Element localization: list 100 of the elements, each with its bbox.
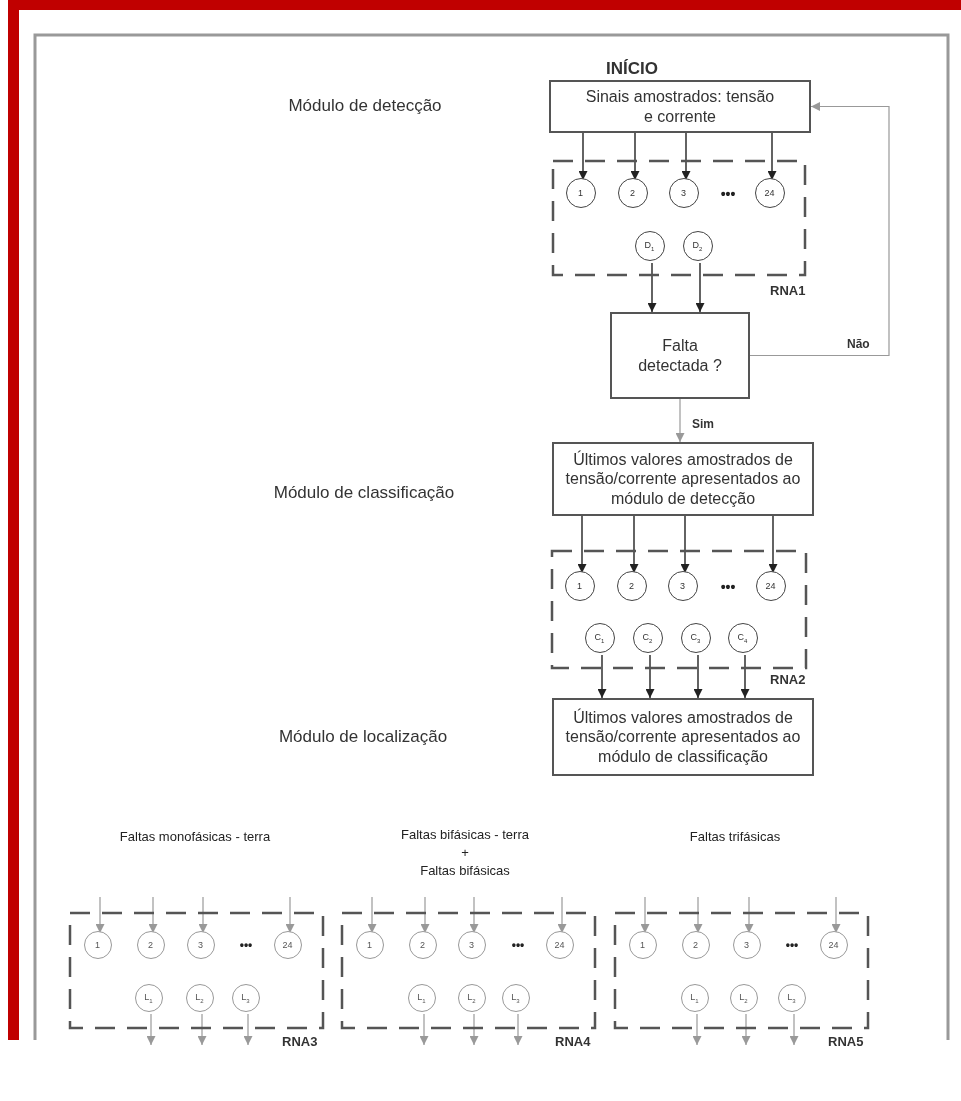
arrow — [95, 896, 105, 934]
neuron-label: 2 — [148, 939, 153, 950]
neuron-circle — [564, 570, 595, 601]
group-heading: Faltas bifásicas — [420, 863, 510, 878]
arrow — [630, 132, 640, 181]
neuron-label: 2 — [630, 187, 635, 198]
neuron-label: L$_{1}$ — [144, 991, 153, 1004]
neuron-circle — [231, 983, 260, 1012]
arrow — [198, 896, 208, 934]
arrow — [693, 654, 703, 699]
neuron-circle — [501, 983, 530, 1012]
start-heading: INÍCIO — [606, 59, 658, 79]
neuron-circle — [545, 930, 574, 959]
neuron-label: L$_{3}$ — [511, 991, 520, 1004]
neuron-circle — [565, 177, 596, 208]
arrow — [675, 398, 685, 443]
neuron-circle — [634, 230, 665, 261]
group-heading: Faltas monofásicas - terra — [119, 829, 271, 844]
neuron-circle — [680, 983, 709, 1012]
neuron-label: 1 — [367, 939, 372, 950]
neuron-circle — [83, 930, 112, 959]
neuron-circle — [668, 177, 699, 208]
neuron-circle — [408, 930, 437, 959]
neuron-label: L$_{1}$ — [690, 991, 699, 1004]
neuron-circle — [729, 983, 758, 1012]
group-heading: Faltas trifásicas — [689, 829, 781, 844]
arrow — [740, 654, 750, 699]
module-label: Módulo de classificação — [273, 483, 455, 503]
neuron-circle — [727, 622, 758, 653]
neuron-label: L$_{1}$ — [417, 991, 426, 1004]
arrow — [681, 132, 691, 181]
box-text: Últimos valores amostrados de tensão/corrente apresentados ao módulo de detecção — [564, 450, 802, 508]
arrow — [640, 896, 650, 934]
arrow — [647, 262, 657, 313]
arrow — [768, 515, 778, 574]
box-text: Sinais amostrados: tensão e corrente — [584, 87, 776, 126]
neuron-circle — [617, 177, 648, 208]
process-box — [552, 442, 814, 516]
network-label: RNA4 — [555, 1034, 591, 1049]
module-label: Módulo de detecção — [288, 96, 442, 116]
arrow — [680, 515, 690, 574]
ellipsis-text: ••• — [511, 938, 525, 952]
neuron-label: C$_{3}$ — [690, 631, 701, 644]
neuron-circle — [136, 930, 165, 959]
arrow — [741, 1013, 751, 1046]
arrow — [767, 132, 777, 181]
arrow — [692, 1013, 702, 1046]
neuron-label: 3 — [744, 939, 749, 950]
neuron-circle — [185, 983, 214, 1012]
ellipsis-text: ••• — [239, 938, 253, 952]
neuron-label: C$_{1}$ — [594, 631, 605, 644]
box-text: Falta detectada ? — [637, 336, 723, 375]
arrow — [513, 1013, 523, 1046]
arrow — [243, 1013, 253, 1046]
neuron-circle — [628, 930, 657, 959]
neuron-label: 24 — [765, 580, 776, 591]
ellipsis-text: ••• — [720, 186, 736, 202]
neuron-label: 2 — [693, 939, 698, 950]
neuron-label: 24 — [554, 939, 565, 950]
decision-box — [610, 312, 750, 399]
arrow — [577, 515, 587, 574]
neuron-circle — [755, 570, 786, 601]
neuron-label: 24 — [282, 939, 293, 950]
arrow — [695, 262, 705, 313]
neuron-circle — [632, 622, 663, 653]
network-label: RNA3 — [282, 1034, 318, 1049]
neuron-label: 3 — [469, 939, 474, 950]
arrow — [367, 896, 377, 934]
process-box — [552, 698, 814, 776]
neuron-circle — [819, 930, 848, 959]
network-box — [70, 913, 323, 1028]
neuron-circle — [667, 570, 698, 601]
ellipsis-text: ••• — [720, 579, 736, 595]
network-label: RNA5 — [828, 1034, 864, 1049]
neuron-label: D$_{2}$ — [692, 239, 703, 252]
neuron-label: L$_{2}$ — [739, 991, 748, 1004]
arrow — [197, 1013, 207, 1046]
neuron-label: L$_{2}$ — [195, 991, 204, 1004]
neuron-label: 3 — [680, 580, 685, 591]
plus-sign: + — [461, 845, 469, 860]
neuron-label: 3 — [681, 187, 686, 198]
arrow — [629, 515, 639, 574]
neuron-circle — [407, 983, 436, 1012]
neuron-circle — [273, 930, 302, 959]
arrow — [420, 896, 430, 934]
arrow — [557, 896, 567, 934]
neuron-circle — [777, 983, 806, 1012]
neuron-label: 2 — [629, 580, 634, 591]
neuron-circle — [186, 930, 215, 959]
neuron-circle — [681, 930, 710, 959]
neuron-circle — [732, 930, 761, 959]
network-label: RNA2 — [770, 672, 806, 687]
module-label: Módulo de localização — [278, 727, 448, 747]
neuron-circle — [616, 570, 647, 601]
arrow — [789, 1013, 799, 1046]
neuron-label: 24 — [828, 939, 839, 950]
ellipsis-text: ••• — [785, 938, 799, 952]
neuron-circle — [457, 930, 486, 959]
arrow — [469, 1013, 479, 1046]
group-heading: Faltas bifásicas - terra — [401, 827, 529, 842]
